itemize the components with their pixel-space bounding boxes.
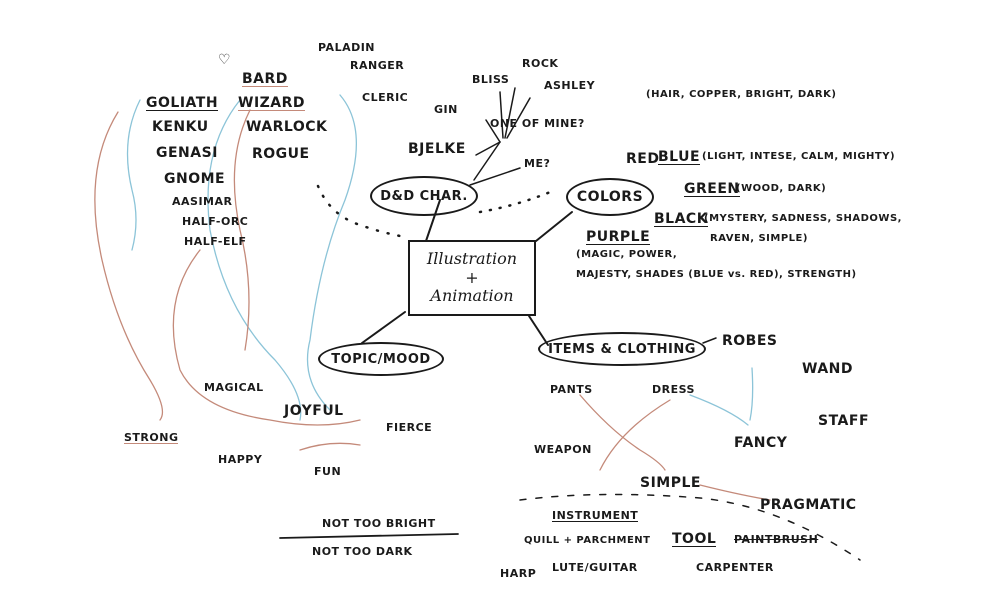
central-title-line1: Illustration	[426, 249, 518, 269]
person-rock: ROCK	[522, 57, 559, 70]
item-simple: SIMPLE	[640, 475, 701, 491]
item-carpenter: CARPENTER	[696, 561, 774, 574]
race-gnome: GNOME	[164, 171, 226, 187]
color-black-note-2: RAVEN, SIMPLE)	[710, 233, 808, 244]
item-pants: PANTS	[550, 383, 593, 396]
item-fancy: FANCY	[734, 435, 788, 451]
person-one-of-mine: ONE OF MINE?	[490, 117, 585, 130]
class-wizard: WIZARD	[238, 95, 306, 111]
mood-note-not-too-bright: NOT TOO BRIGHT	[322, 517, 436, 530]
item-lute-guitar: LUTE/GUITAR	[552, 561, 638, 574]
color-hair-note: (HAIR, COPPER, BRIGHT, DARK)	[646, 89, 837, 100]
item-dress: DRESS	[652, 383, 695, 396]
central-title-line3: Animation	[430, 286, 514, 306]
item-tool: TOOL	[672, 531, 717, 547]
blue-curve-5	[749, 367, 754, 421]
item-instrument: INSTRUMENT	[552, 509, 639, 522]
person-ashley: ASHLEY	[544, 79, 596, 92]
race-half-orc: HALF-ORC	[182, 215, 249, 228]
person-bliss: BLISS	[472, 73, 510, 86]
color-green-note: (WOOD, DARK)	[736, 183, 827, 194]
hub-topic-label: TOPIC/MOOD	[331, 351, 431, 367]
blue-curve-2	[306, 94, 358, 411]
hub-dnd: D&D CHAR.	[370, 176, 478, 216]
class-cleric: CLERIC	[362, 91, 409, 104]
item-paintbrush: PAINTBRUSH	[734, 533, 819, 546]
item-quill-parchment: QUILL + PARCHMENT	[524, 535, 651, 546]
class-rogue: ROGUE	[252, 146, 310, 162]
race-genasi: GENASI	[156, 145, 218, 161]
race-aasimar: AASIMAR	[172, 195, 233, 208]
color-blue: BLUE	[658, 149, 701, 165]
class-warlock: WARLOCK	[246, 119, 328, 135]
hub-items-label: ITEMS & CLOTHING	[548, 341, 696, 357]
central-node: Illustration + Animation	[408, 240, 536, 316]
link-one-of-mine	[473, 141, 501, 181]
item-wand: WAND	[802, 361, 853, 377]
red-curve-7	[299, 442, 361, 451]
branch-items	[528, 315, 549, 346]
color-green: GREEN	[684, 181, 740, 197]
mood-fun: FUN	[314, 465, 342, 478]
item-weapon: WEAPON	[534, 443, 592, 456]
mood-joyful: JOYFUL	[284, 403, 344, 419]
mood-happy: HAPPY	[218, 453, 263, 466]
race-half-elf: HALF-ELF	[184, 235, 247, 248]
class-ranger: RANGER	[350, 59, 405, 72]
red-curve-2	[233, 109, 251, 351]
red-curve-5	[599, 399, 671, 471]
mood-fierce: FIERCE	[386, 421, 433, 434]
item-harp: HARP	[500, 567, 537, 580]
blue-curve-4	[689, 394, 749, 426]
race-kenku: KENKU	[152, 119, 209, 135]
mood-note-not-too-dark: NOT TOO DARK	[312, 545, 413, 558]
branch-colors	[535, 211, 573, 242]
blue-curve-3	[126, 99, 141, 251]
person-me: ME?	[524, 157, 551, 170]
branch-robes	[702, 337, 717, 344]
red-curve-6	[699, 484, 771, 501]
branch-topic	[361, 311, 406, 344]
item-pragmatic: PRAGMATIC	[760, 497, 857, 513]
color-purple-note-1: (MAGIC, POWER,	[576, 249, 678, 260]
hub-colors-label: COLORS	[576, 189, 644, 205]
blue-curve-1	[207, 99, 302, 421]
link-bjelke	[475, 141, 501, 156]
hub-colors: COLORS	[566, 178, 654, 216]
person-bjelke: BJELKE	[408, 141, 466, 157]
color-black-note-1: (MYSTERY, SADNESS, SHADOWS,	[704, 213, 902, 224]
mood-note-divider	[279, 533, 459, 539]
dotted-arc	[316, 184, 402, 238]
red-curve-3	[172, 249, 361, 426]
mood-strong: STRONG	[124, 431, 179, 444]
class-paladin: PALADIN	[318, 41, 376, 54]
color-black: BLACK	[654, 211, 709, 227]
color-blue-note: (LIGHT, INTESE, CALM, MIGHTY)	[702, 151, 896, 162]
item-robes: ROBES	[722, 333, 778, 349]
dotted-arc-right	[478, 188, 557, 214]
red-curve-4	[579, 394, 666, 471]
red-curve-1	[94, 111, 164, 421]
color-red: RED	[626, 151, 660, 167]
person-gin: GIN	[434, 103, 458, 116]
central-title-line2: +	[465, 267, 479, 287]
race-goliath: GOLIATH	[146, 95, 219, 111]
link-me	[469, 167, 521, 186]
hub-dnd-label: D&D CHAR.	[380, 188, 468, 204]
color-purple-note-2: MAJESTY, SHADES (BLUE vs. RED), STRENGTH…	[576, 269, 857, 280]
hub-items: ITEMS & CLOTHING	[538, 332, 706, 366]
hub-topic: TOPIC/MOOD	[318, 342, 444, 376]
heart-icon: ♡	[218, 52, 231, 68]
color-purple: PURPLE	[586, 229, 651, 245]
dashed-divider	[519, 493, 861, 561]
item-staff: STAFF	[818, 413, 870, 429]
mood-magical: MAGICAL	[204, 381, 264, 394]
class-bard: BARD	[242, 71, 288, 87]
